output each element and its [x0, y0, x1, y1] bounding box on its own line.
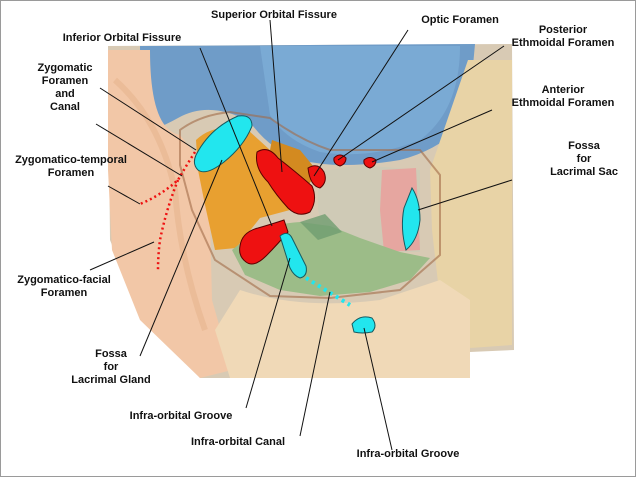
- leader-zygomatico-facial: [89, 241, 155, 271]
- label-fossa-lacrimal-sac: Fossa for Lacrimal Sac: [550, 140, 618, 178]
- leader-fossa-lacrimal-sac: [417, 179, 513, 211]
- label-posterior-ethmoidal-foramen: Posterior Ethmoidal Foramen: [511, 24, 615, 49]
- infra-orbital-foramen-shape: [351, 316, 376, 334]
- maxilla-face: [215, 280, 470, 378]
- leader-infra-orbital-canal: [299, 291, 331, 437]
- zygomatic-bone: [108, 50, 232, 378]
- lacrimal-gland-fossa-shape: [193, 115, 253, 173]
- leader-zygomatico-temporal-2: [107, 185, 141, 205]
- label-optic-foramen: Optic Foramen: [421, 14, 499, 26]
- leader-infra-orbital-groove-left: [245, 257, 291, 409]
- inferior-orbital-fissure-shape: [239, 219, 289, 265]
- frontal-lighter-region: [260, 46, 460, 155]
- leader-lines: [89, 19, 513, 451]
- leader-inferior-orbital-fissure: [199, 47, 273, 227]
- label-fossa-lacrimal-gland: Fossa for Lacrimal Gland: [71, 348, 151, 386]
- optic-foramen-shape: [307, 165, 326, 189]
- label-zygomatico-facial-foramen: Zygomatico-facial Foramen: [17, 274, 111, 299]
- leader-superior-orbital-fissure: [269, 19, 283, 173]
- label-infra-orbital-groove-left: Infra-orbital Groove: [129, 410, 233, 422]
- label-infra-orbital-canal: Infra-orbital Canal: [190, 436, 286, 448]
- label-zygomatic-foramen-canal: Zygomatic Foramen and Canal: [37, 62, 93, 113]
- infra-orbital-groove-shape: [279, 232, 307, 279]
- palatine-patch: [300, 214, 342, 240]
- posterior-ethmoidal-foramen-shape: [333, 154, 347, 167]
- leader-posterior-ethmoidal: [337, 45, 505, 161]
- label-anterior-ethmoidal-foramen: Anterior Ethmoidal Foramen: [511, 84, 615, 109]
- label-superior-orbital-fissure: Superior Orbital Fissure: [211, 9, 337, 21]
- lacrimal-sac-fossa-shape: [401, 186, 421, 251]
- label-zygomatico-temporal-foramen: Zygomatico-temporal Foramen: [15, 154, 127, 179]
- label-inferior-orbital-fissure: Inferior Orbital Fissure: [62, 32, 182, 44]
- leader-zygomatic-foramen: [99, 87, 197, 151]
- anterior-ethmoidal-foramen-shape: [363, 157, 377, 169]
- leader-optic-foramen: [313, 29, 409, 177]
- orbital-rim: [179, 110, 441, 300]
- infra-orbital-canal-path: [304, 276, 352, 307]
- leader-fossa-lacrimal-gland: [139, 159, 223, 357]
- superior-orbital-fissure-shape: [256, 149, 316, 215]
- leader-infra-orbital-groove-bottom: [363, 327, 393, 451]
- label-infra-orbital-groove-bottom: Infra-orbital Groove: [356, 448, 460, 460]
- nasal-region: [430, 60, 512, 348]
- leader-zygomatico-temporal: [95, 123, 183, 177]
- leader-anterior-ethmoidal: [371, 109, 493, 163]
- zygomatic-canal-path: [139, 151, 197, 206]
